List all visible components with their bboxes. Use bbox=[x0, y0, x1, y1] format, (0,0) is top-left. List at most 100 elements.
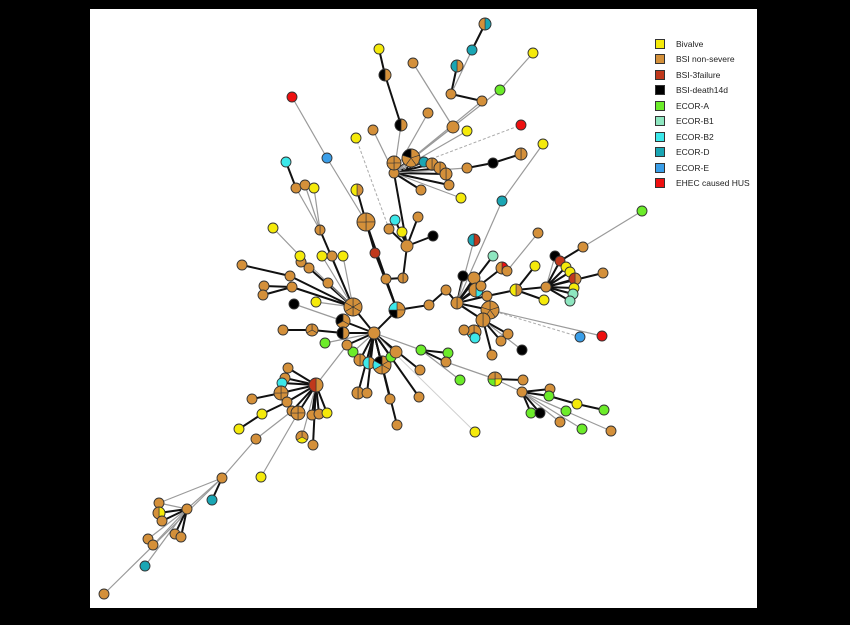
graph-node bbox=[414, 364, 426, 376]
graph-node bbox=[445, 88, 457, 100]
graph-edge bbox=[420, 349, 461, 381]
legend-swatch-icon bbox=[655, 54, 665, 65]
legend-swatch-icon bbox=[655, 69, 665, 80]
graph-node bbox=[350, 132, 362, 144]
graph-edge bbox=[489, 309, 581, 338]
graph-edge bbox=[373, 332, 398, 426]
graph-node bbox=[439, 167, 453, 181]
graph-node bbox=[380, 273, 392, 285]
legend-swatch-icon bbox=[655, 38, 665, 49]
graph-node bbox=[281, 396, 293, 408]
graph-node bbox=[422, 107, 434, 119]
graph-edge bbox=[482, 319, 523, 351]
graph-node bbox=[233, 423, 245, 435]
graph-edge bbox=[291, 96, 328, 159]
graph-node bbox=[450, 59, 464, 73]
graph-node bbox=[529, 260, 541, 272]
graph-node bbox=[284, 270, 296, 282]
graph-edge bbox=[241, 264, 291, 277]
graph-edge bbox=[260, 412, 299, 478]
graph-node bbox=[564, 295, 576, 307]
graph-node bbox=[257, 289, 269, 301]
graph-node bbox=[574, 331, 586, 343]
graph-node bbox=[288, 298, 300, 310]
graph-node bbox=[290, 405, 306, 421]
legend-item: BSI non-severe bbox=[655, 52, 750, 68]
graph-node bbox=[314, 224, 326, 236]
graph-node bbox=[322, 277, 334, 289]
graph-node bbox=[415, 344, 427, 356]
graph-node bbox=[534, 407, 546, 419]
graph-node bbox=[450, 296, 464, 310]
graph-node bbox=[495, 335, 507, 347]
graph-node bbox=[415, 184, 427, 196]
graph-edge bbox=[158, 477, 223, 504]
graph-node bbox=[525, 407, 537, 419]
graph-node bbox=[316, 250, 328, 262]
graph-node bbox=[294, 250, 306, 262]
legend-swatch-icon bbox=[655, 178, 665, 189]
graph-node bbox=[337, 250, 349, 262]
graph-edge bbox=[221, 438, 257, 479]
legend-item: BSI-death14d bbox=[655, 83, 750, 99]
legend-label: ECOR-A bbox=[676, 100, 710, 111]
legend-label: ECOR-D bbox=[676, 147, 710, 158]
graph-node bbox=[286, 281, 298, 293]
graph-node bbox=[335, 313, 351, 329]
graph-edge bbox=[499, 52, 534, 91]
graph-edge bbox=[315, 344, 348, 386]
graph-edge bbox=[393, 172, 462, 199]
graph-node bbox=[391, 419, 403, 431]
legend-label: ECOR-B1 bbox=[676, 116, 714, 127]
graph-node bbox=[367, 124, 379, 136]
graph-node bbox=[153, 497, 165, 509]
graph-node bbox=[458, 324, 470, 336]
graph-node bbox=[400, 239, 414, 253]
plot-panel bbox=[90, 9, 757, 608]
graph-node bbox=[427, 230, 439, 242]
graph-node bbox=[413, 391, 425, 403]
graph-node bbox=[308, 182, 320, 194]
graph-edge bbox=[103, 477, 223, 595]
graph-node bbox=[466, 44, 478, 56]
graph-node bbox=[478, 17, 492, 31]
graph-node bbox=[597, 267, 609, 279]
graph-node bbox=[596, 330, 608, 342]
graph-node bbox=[538, 294, 550, 306]
graph-node bbox=[326, 250, 338, 262]
graph-node bbox=[216, 472, 228, 484]
graph-edge bbox=[445, 361, 496, 380]
graph-node bbox=[396, 226, 408, 238]
graph-node bbox=[343, 297, 363, 317]
graph-node bbox=[290, 182, 302, 194]
graph-node bbox=[286, 91, 298, 103]
graph-node bbox=[476, 95, 488, 107]
graph-node bbox=[554, 416, 566, 428]
graph-node bbox=[440, 284, 452, 296]
legend-item: ECOR-A bbox=[655, 98, 750, 114]
graph-node bbox=[258, 280, 270, 292]
legend-swatch-icon bbox=[655, 147, 665, 158]
legend-swatch-icon bbox=[655, 131, 665, 142]
graph-node bbox=[378, 68, 392, 82]
graph-node bbox=[367, 326, 381, 340]
graph-node bbox=[571, 398, 583, 410]
graph-node bbox=[469, 426, 481, 438]
graph-node bbox=[347, 346, 359, 358]
graph-edge bbox=[393, 172, 450, 186]
graph-node bbox=[394, 118, 408, 132]
graph-edge bbox=[272, 227, 301, 257]
graph-node bbox=[303, 262, 315, 274]
graph-node bbox=[568, 272, 582, 286]
graph-node bbox=[321, 152, 333, 164]
graph-node bbox=[256, 408, 268, 420]
legend-item: ECOR-B1 bbox=[655, 114, 750, 130]
graph-nodes bbox=[98, 17, 648, 600]
graph-node bbox=[412, 211, 424, 223]
graph-node bbox=[527, 47, 539, 59]
graph-edge bbox=[373, 332, 422, 351]
legend: Bivalve BSI non-severe BSI-3failure BSI-… bbox=[655, 36, 750, 191]
graph-node bbox=[515, 119, 527, 131]
graph-edge bbox=[582, 210, 643, 248]
graph-node bbox=[282, 362, 294, 374]
